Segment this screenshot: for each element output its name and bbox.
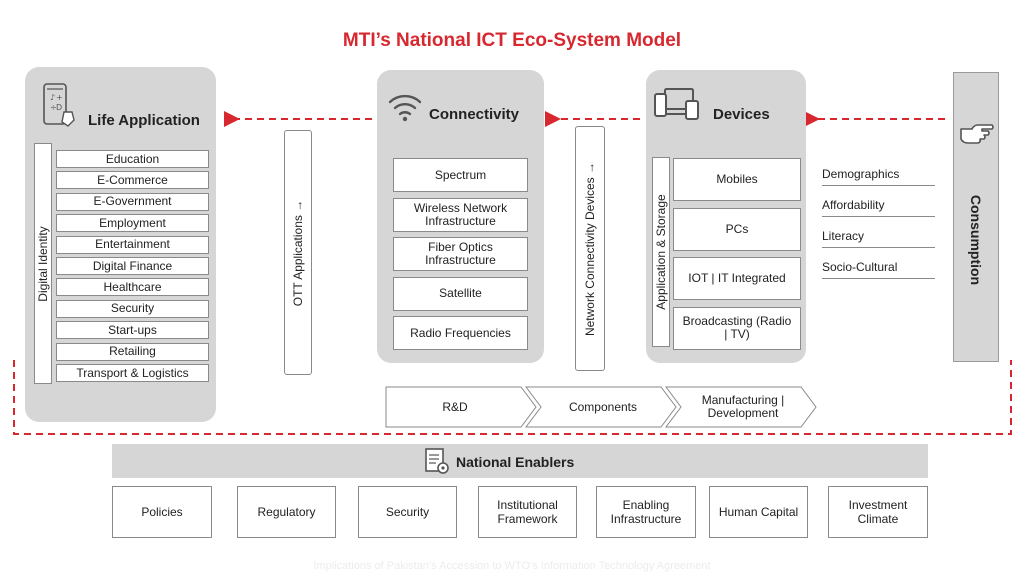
devices-heading: Devices [713, 106, 770, 123]
devices-item-line2: | TV) [724, 327, 750, 341]
consumption-panel: Consumption [953, 72, 999, 362]
consumption-factor: Demographics [822, 167, 935, 186]
value-chain-chevron [525, 386, 677, 428]
national-enablers-heading: National Enablers [456, 454, 575, 470]
value-chain: R&D Components Manufacturing |Development [385, 386, 817, 428]
value-chain-label: R&D [442, 400, 468, 414]
life-application-item: E-Commerce [56, 171, 209, 190]
life-application-item: Digital Finance [56, 257, 209, 275]
devices-item: IOT | IT Integrated [673, 257, 801, 300]
svg-text:♪: ♪ [50, 93, 55, 102]
application-storage-label: Application & Storage [654, 194, 668, 310]
life-application-heading: Life Application [88, 112, 200, 129]
enabler-item-line1: Institutional [497, 498, 558, 512]
life-application-item: E-Government [56, 192, 209, 211]
value-chain-label: Development [708, 406, 779, 420]
enabler-item: Regulatory [237, 486, 336, 538]
digital-identity-label: Digital Identity [36, 225, 50, 302]
connectivity-item-line1: Satellite [439, 286, 482, 300]
connectivity-item-line2: Infrastructure [425, 253, 496, 267]
enabler-item-line1: Security [385, 505, 430, 519]
connectivity-item: Spectrum [393, 158, 528, 192]
devices-item-line1: IOT | IT Integrated [688, 271, 786, 285]
enabler-item-line1: Policies [141, 505, 183, 519]
hand-pointer-icon [958, 121, 996, 147]
national-enablers-bar [112, 444, 928, 478]
life-application-item: Healthcare [56, 278, 209, 297]
connectivity-item-line1: Fiber Optics [428, 240, 493, 254]
svg-text:÷: ÷ [50, 103, 57, 112]
enabler-item-line2: Framework [497, 512, 558, 526]
ott-applications-box: OTT Applications → [284, 130, 312, 375]
digital-identity-box: Digital Identity [34, 143, 52, 384]
life-application-item: Entertainment [56, 235, 209, 254]
devices-item-line1: Mobiles [716, 172, 758, 186]
ott-applications-label: OTT Applications → [291, 199, 305, 306]
value-chain-label: Components [569, 400, 637, 414]
svg-text:+: + [56, 93, 63, 102]
devices-item-line1: Broadcasting (Radio [682, 314, 792, 328]
value-chain-chevron [385, 386, 537, 428]
value-chain-chevron [665, 386, 817, 428]
enabler-item-line1: Regulatory [257, 505, 316, 519]
consumption-factor: Socio-Cultural [822, 260, 935, 279]
life-application-item: Education [56, 150, 209, 168]
connectivity-item: Radio Frequencies [393, 316, 528, 350]
devices-item: Mobiles [673, 158, 801, 201]
enabler-item-line2: Climate [857, 512, 899, 526]
connectivity-item: Satellite [393, 276, 528, 311]
enabler-item: Human Capital [709, 486, 808, 538]
connectivity-item-line1: Spectrum [434, 167, 487, 182]
consumption-factor: Affordability [822, 198, 935, 217]
ecosystem-boundary [13, 360, 1012, 435]
connectivity-item-line2: Infrastructure [425, 213, 496, 228]
connectivity-item-line1: Radio Frequencies [410, 325, 511, 340]
life-application-item: Retailing [56, 342, 209, 361]
svg-text:D: D [56, 103, 62, 112]
devices-item: PCs [673, 207, 801, 251]
life-application-item: Security [56, 299, 209, 318]
enabler-item-line2: Infrastructure [610, 512, 682, 526]
value-chain-label: Manufacturing | [702, 393, 785, 407]
devices-item: Broadcasting (Radio| TV) [673, 306, 801, 350]
life-application-item: Employment [56, 214, 209, 233]
footer-caption: Implications of Pakistan’s Accession to … [313, 560, 711, 572]
connectivity-item-line1: Wireless Network [413, 200, 508, 215]
enabler-item-line1: Human Capital [718, 505, 799, 519]
consumption-label: Consumption [968, 194, 984, 286]
enabler-item: Security [358, 486, 457, 538]
life-application-item: Start-ups [56, 321, 209, 340]
enabler-item-line1: Investment [848, 498, 908, 512]
connectivity-heading: Connectivity [429, 106, 520, 123]
consumption-factor: Literacy [822, 229, 935, 248]
wifi-icon [386, 90, 424, 122]
enabler-item: Policies [112, 486, 212, 538]
life-application-item: Transport & Logistics [56, 364, 209, 382]
application-storage-box: Application & Storage [652, 157, 670, 347]
enabler-item-line1: Enabling [622, 498, 670, 512]
devices-icon [653, 86, 699, 122]
devices-item-line1: PCs [725, 221, 749, 236]
phone-apps-icon: ♪ + ÷ D [42, 82, 76, 128]
diagram-title: MTI’s National ICT Eco-System Model [342, 30, 682, 51]
document-gear-icon [424, 447, 450, 475]
network-connectivity-devices-box: Network Connectivity Devices → [575, 126, 605, 371]
network-connectivity-devices-label: Network Connectivity Devices → [583, 161, 597, 336]
